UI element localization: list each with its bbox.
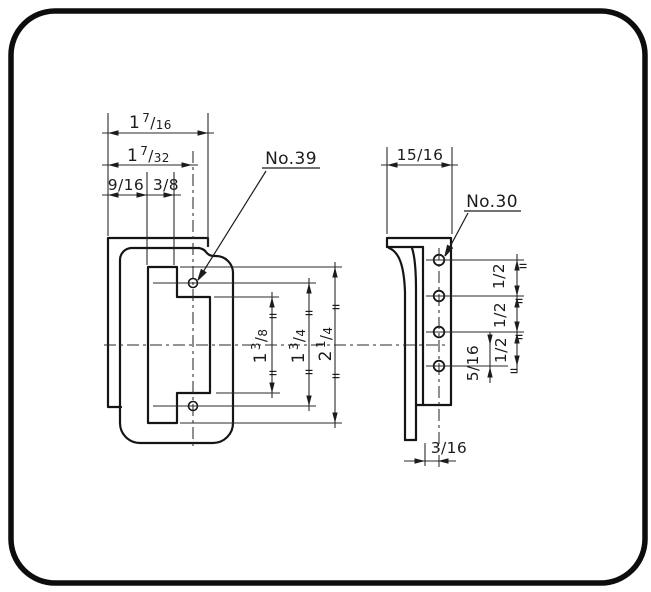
left-view-slot-cutout <box>146 265 212 425</box>
dim-web-offset-label: 3/16 <box>431 439 467 457</box>
right-view-flange-plate <box>385 236 453 407</box>
left-view <box>106 236 235 445</box>
right-view-web-right-fillet <box>410 246 418 442</box>
picture-border <box>8 8 648 586</box>
dim-hole-pitch-2-label: 1/2 <box>491 302 509 328</box>
dim-slot-width-label: 3/8 <box>153 176 179 194</box>
dim-center-to-hole-label: 5/16 <box>464 345 482 381</box>
right-view-web-left-fillet <box>387 246 407 442</box>
dim-flange-width-label: 15/16 <box>397 146 444 164</box>
right-view <box>385 236 453 442</box>
hole-size-label-no30: No.30 <box>466 192 518 212</box>
dim-edge-to-slot-label: 9/16 <box>108 176 144 194</box>
hole-size-label-no39: No.39 <box>265 149 317 169</box>
dim-hole-pitch-1-label: 1/2 <box>490 263 508 289</box>
no39-leader-line <box>197 170 267 281</box>
dim-slot-bump-height-label: 13/8 <box>249 329 271 364</box>
dim-hole-spacing-label: 13/4 <box>287 329 309 364</box>
dim-hole-pitch-3-label: 1/2 <box>492 337 510 363</box>
centerlines <box>104 151 446 470</box>
dim-slot-height-label: 21/4 <box>314 327 336 362</box>
leaders <box>195 167 521 283</box>
